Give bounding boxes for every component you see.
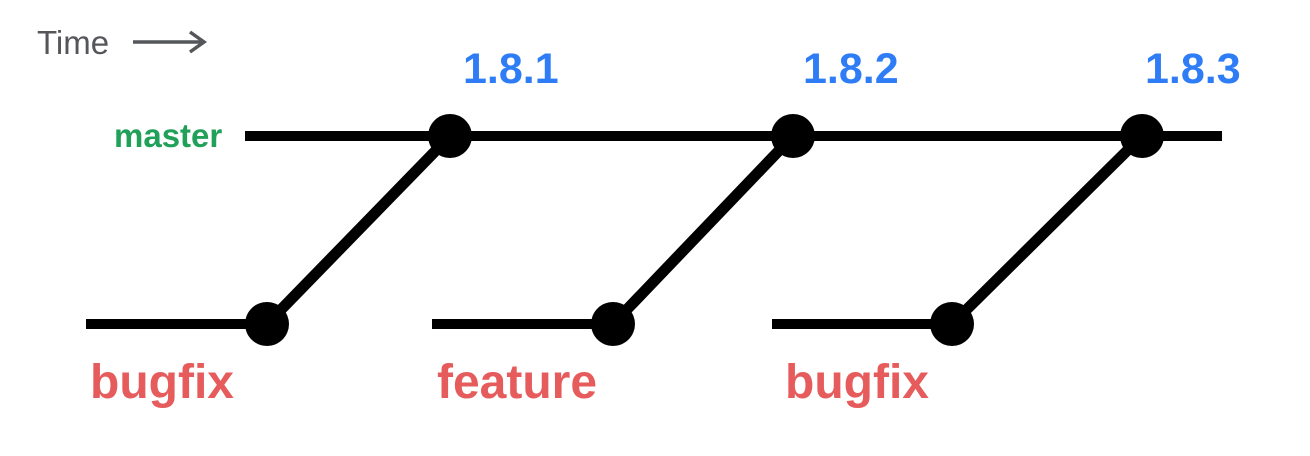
right-arrow-icon xyxy=(133,30,208,54)
master-branch-label: master xyxy=(114,117,223,154)
branch-tip-dot-bugfix-2 xyxy=(930,302,974,346)
release-tag-1-8-2: 1.8.2 xyxy=(803,45,899,93)
release-tag-1-8-1: 1.8.1 xyxy=(463,45,559,93)
merge-line-bugfix-1-to-1-8-1 xyxy=(263,132,454,328)
release-tag-1-8-3: 1.8.3 xyxy=(1145,45,1241,93)
time-axis-label: Time xyxy=(37,24,110,61)
merge-line-bugfix-2-to-1-8-3 xyxy=(948,132,1146,328)
release-commit-dot-1-8-2 xyxy=(771,114,815,158)
merge-line-feature-to-1-8-2 xyxy=(609,132,797,328)
branch-tip-dot-bugfix-1 xyxy=(245,302,289,346)
release-commit-dot-1-8-1 xyxy=(428,114,472,158)
topic-branch-label-feature: feature xyxy=(437,356,598,409)
topic-branch-label-bugfix-1: bugfix xyxy=(90,356,234,409)
branch-tip-dot-feature xyxy=(591,302,635,346)
release-commit-dot-1-8-3 xyxy=(1120,114,1164,158)
topic-branch-label-bugfix-2: bugfix xyxy=(785,356,929,409)
